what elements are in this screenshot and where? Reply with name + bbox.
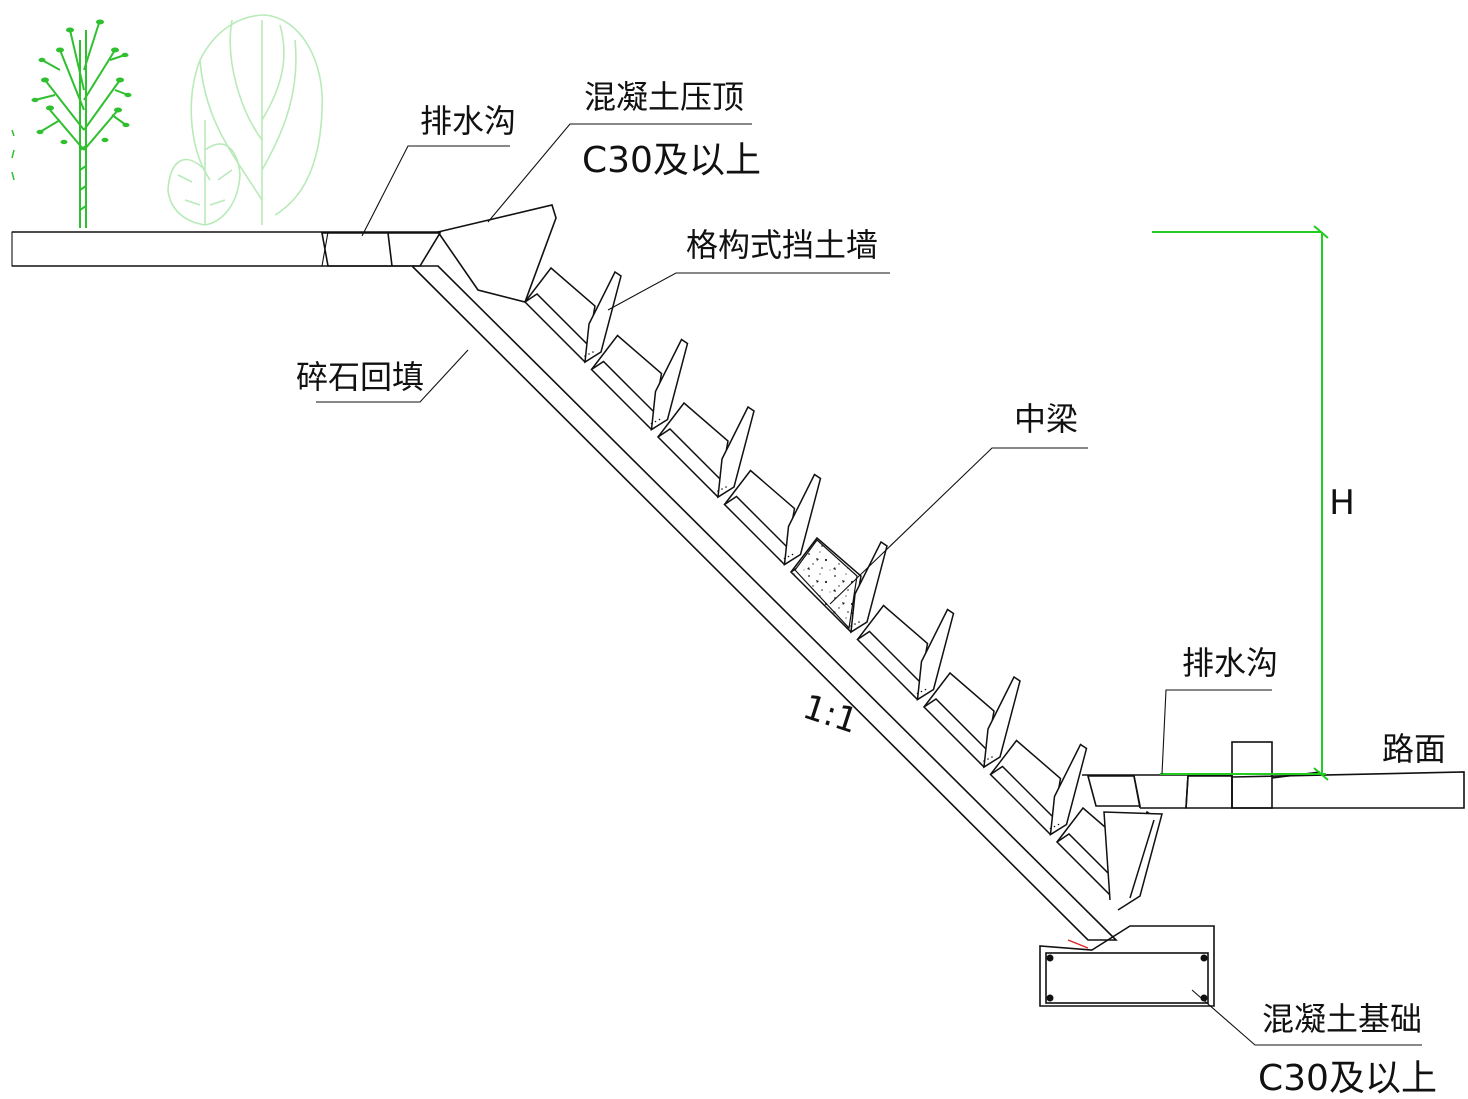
drain-ditch-top [321,232,442,267]
label-slope-ratio: 1:1 [798,687,862,742]
concrete-cap [436,204,557,303]
label-cap-line2: C30及以上 [582,140,761,181]
lattice-module [789,536,888,634]
lattice-module [989,739,1088,836]
height-dimension: H [1152,225,1355,781]
lattice-module [590,334,689,431]
gravel-backfill [410,265,1118,941]
lattice-module [723,469,822,566]
lattice-wall [523,266,1163,911]
drain-ditch-bottom [1082,774,1233,809]
concrete-foundation [1039,925,1215,1007]
lattice-module [922,671,1021,769]
tree-icon [167,14,323,226]
lattice-module [523,266,622,364]
label-drain-top: 排水沟 [420,102,516,140]
label-foundation-line2: C30及以上 [1258,1058,1437,1099]
label-road-surface: 路面 [1382,730,1446,768]
leader-lines [316,123,1422,1046]
tree-icon [11,19,132,228]
lattice-module [856,604,955,701]
label-drain-bottom: 排水沟 [1182,644,1278,682]
lattice-module [656,401,755,499]
label-middle-beam: 中梁 [1014,400,1078,438]
label-lattice-wall: 格构式挡土墙 [686,226,878,264]
top-ground [11,231,440,267]
label-foundation-line1: 混凝土基础 [1262,1000,1422,1038]
height-label: H [1329,483,1355,523]
label-gravel-backfill: 碎石回填 [296,358,424,396]
label-cap-line1: 混凝土压顶 [584,78,744,116]
lattice-module [1103,811,1163,911]
